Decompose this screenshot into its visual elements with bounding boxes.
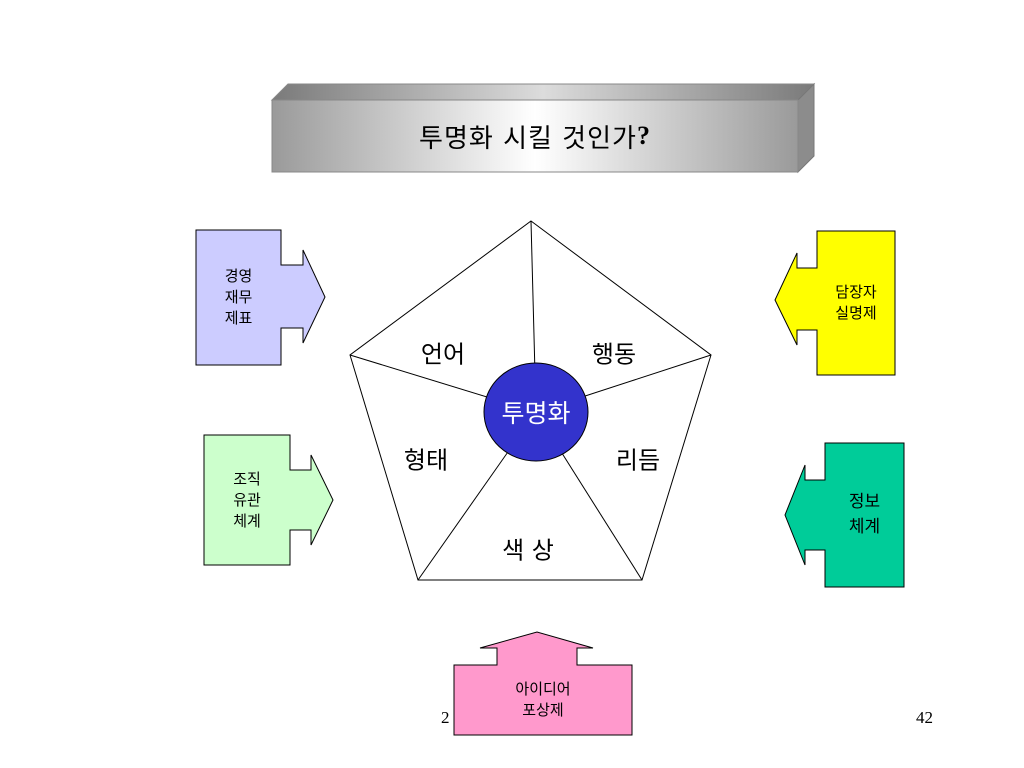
title-banner-side (797, 82, 815, 174)
callout-right-bottom: 정보 체계 (825, 443, 904, 587)
callout-bottom-shape (453, 631, 633, 736)
callout-left-top: 경영 재무 제표 (196, 230, 281, 365)
slide-title: 투명화 시킬 것인가? (272, 100, 798, 172)
callout-left-bottom-line-1: 조직 (233, 469, 261, 488)
callout-left-bottom-line-3: 체계 (233, 511, 261, 530)
callout-right-top: 담장자 실명제 (817, 231, 895, 375)
title-banner (270, 82, 816, 174)
pentagon-diagram (349, 220, 712, 581)
callout-left-top-line-3: 제표 (224, 309, 253, 327)
segment-label-language: 언어 (420, 340, 466, 369)
page-number: 42 (916, 708, 933, 727)
callout-right-bottom-shape (784, 442, 905, 588)
segment-label-form: 형태 (403, 446, 449, 475)
title-question-mark: ? (636, 121, 651, 150)
callout-right-top-line-2: 실명제 (835, 304, 877, 322)
callout-bottom-line-2: 포상제 (522, 701, 564, 719)
callout-right-bottom-line-1: 정보 (848, 492, 881, 512)
segment-label-color: 색 상 (502, 536, 554, 565)
center-circle (483, 362, 589, 462)
segment-label-rhythm: 리듬 (615, 446, 661, 475)
center-label: 투명화 (501, 399, 571, 428)
callout-left-bottom-shape (203, 434, 334, 566)
title-text: 투명화 시킬 것인가 (419, 123, 637, 154)
callout-left-top-shape (195, 229, 326, 366)
callout-left-top-line-2: 재무 (224, 288, 253, 306)
callout-bottom: 아이디어 포상제 (454, 668, 632, 732)
callout-left-bottom-line-2: 유관 (233, 490, 261, 509)
callout-right-bottom-line-2: 체계 (848, 517, 881, 537)
callout-left-bottom: 조직 유관 체계 (204, 435, 290, 565)
title-banner-face (271, 99, 799, 173)
callout-right-top-line-1: 담장자 (835, 283, 877, 301)
callout-right-top-shape (774, 230, 896, 376)
footer-left-number: 2 (441, 708, 450, 727)
segment-label-behavior: 행동 (591, 340, 637, 369)
callout-bottom-line-1: 아이디어 (515, 680, 571, 698)
title-banner-top (270, 83, 816, 101)
callout-left-top-line-1: 경영 (224, 267, 253, 285)
